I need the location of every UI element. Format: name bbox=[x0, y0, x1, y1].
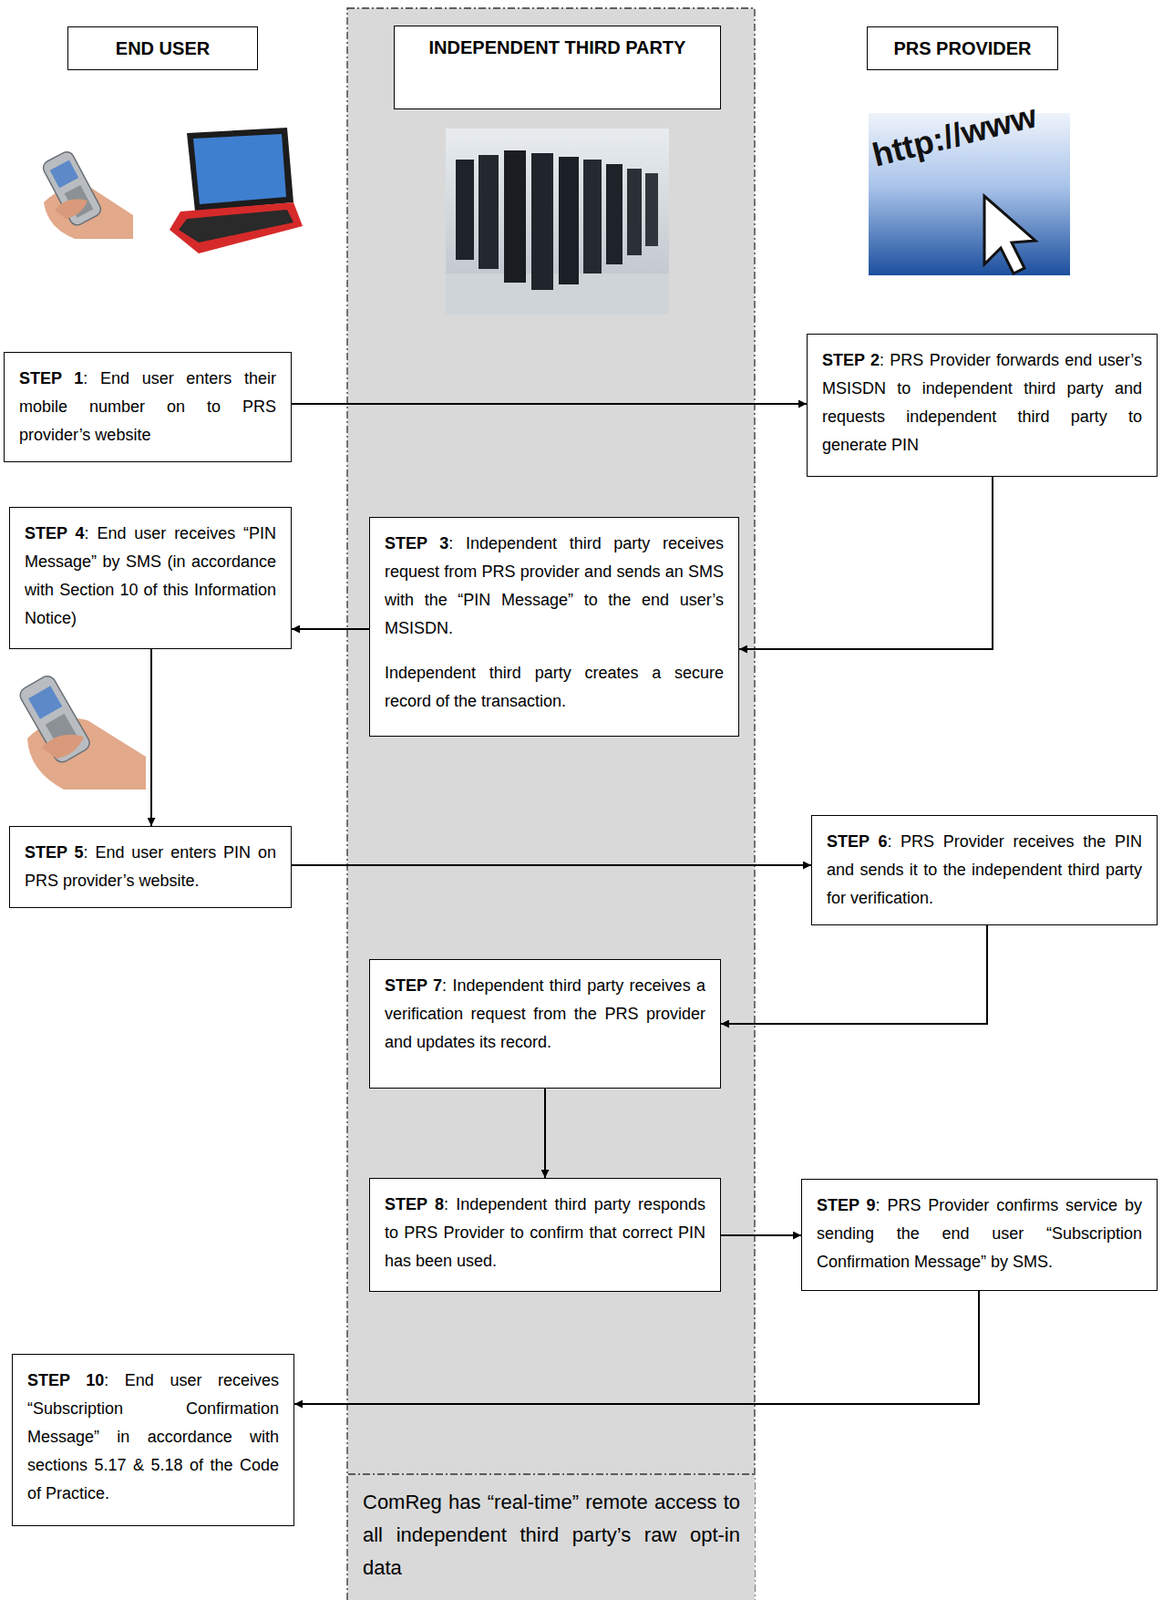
step-paragraph: STEP 4: End user receives “PIN Message” … bbox=[24, 519, 277, 633]
step-number: STEP 7 bbox=[384, 976, 443, 995]
image-text: http://www bbox=[868, 96, 1041, 175]
phone-illustration bbox=[41, 149, 134, 239]
header-text: INDEPENDENT THIRD PARTY bbox=[400, 35, 715, 60]
flow-arrow bbox=[294, 1290, 979, 1404]
step-number: STEP 6 bbox=[826, 832, 887, 851]
note-box: ComReg has “real-time” remote access to … bbox=[348, 1476, 755, 1600]
column-header: PRS PROVIDER bbox=[866, 26, 1059, 71]
process-box: STEP 3: Independent third party receives… bbox=[369, 516, 740, 737]
column-header: END USER bbox=[67, 26, 258, 71]
step-paragraph: STEP 9: PRS Provider confirms service by… bbox=[816, 1191, 1143, 1277]
step-text: Independent third party creates a secure… bbox=[384, 658, 724, 716]
header-text: PRS PROVIDER bbox=[873, 36, 1052, 61]
flow-arrow bbox=[291, 864, 812, 866]
process-box: STEP 9: PRS Provider confirms service by… bbox=[801, 1178, 1158, 1291]
step-number: STEP 10 bbox=[27, 1370, 104, 1390]
flow-arrow bbox=[291, 627, 370, 630]
flow-arrow bbox=[544, 1088, 546, 1178]
note-text: ComReg has “real-time” remote access to … bbox=[362, 1485, 741, 1585]
server-room-photo bbox=[445, 128, 669, 315]
process-box: STEP 4: End user receives “PIN Message” … bbox=[9, 506, 292, 649]
process-box: STEP 2: PRS Provider forwards end user’s… bbox=[806, 333, 1158, 477]
step-text: : End user receives “Subscription Confir… bbox=[27, 1370, 279, 1503]
flow-arrow bbox=[291, 402, 807, 405]
step-number: STEP 8 bbox=[384, 1194, 444, 1214]
step-number: STEP 5 bbox=[24, 843, 84, 862]
flow-arrow bbox=[720, 1234, 802, 1236]
step-paragraph: STEP 7: Independent third party receives… bbox=[384, 971, 706, 1057]
column-header: INDEPENDENT THIRD PARTY bbox=[393, 25, 721, 110]
step-paragraph: STEP 6: PRS Provider receives the PIN an… bbox=[826, 827, 1143, 913]
phone-illustration bbox=[17, 672, 146, 790]
flow-arrow bbox=[150, 648, 153, 826]
process-box: STEP 6: PRS Provider receives the PIN an… bbox=[811, 814, 1158, 926]
process-box: STEP 5: End user enters PIN on PRS provi… bbox=[9, 825, 292, 908]
step-number: STEP 1 bbox=[19, 369, 83, 388]
third-party-band bbox=[347, 8, 755, 1600]
step-paragraph: STEP 3: Independent third party receives… bbox=[384, 529, 724, 643]
header-text: END USER bbox=[73, 36, 252, 61]
laptop-illustration bbox=[169, 127, 303, 254]
flow-arrow bbox=[720, 925, 988, 1024]
step-number: STEP 4 bbox=[24, 524, 85, 543]
step-number: STEP 2 bbox=[822, 350, 880, 370]
step-number: STEP 3 bbox=[384, 534, 449, 553]
flow-arrow bbox=[739, 476, 993, 649]
process-box: STEP 1: End user enters their mobile num… bbox=[3, 351, 292, 463]
process-box: STEP 7: Independent third party receives… bbox=[369, 958, 721, 1089]
process-box: STEP 8: Independent third party responds… bbox=[369, 1177, 721, 1292]
step-paragraph: STEP 10: End user receives “Subscription… bbox=[27, 1366, 279, 1508]
step-paragraph: STEP 2: PRS Provider forwards end user’s… bbox=[822, 346, 1143, 460]
process-box: STEP 10: End user receives “Subscription… bbox=[11, 1353, 295, 1526]
step-paragraph: STEP 8: Independent third party responds… bbox=[384, 1190, 706, 1276]
note-divider bbox=[348, 1472, 755, 1474]
step-paragraph: STEP 5: End user enters PIN on PRS provi… bbox=[24, 838, 277, 896]
step-number: STEP 9 bbox=[816, 1195, 876, 1215]
step-paragraph: STEP 1: End user enters their mobile num… bbox=[19, 364, 277, 450]
